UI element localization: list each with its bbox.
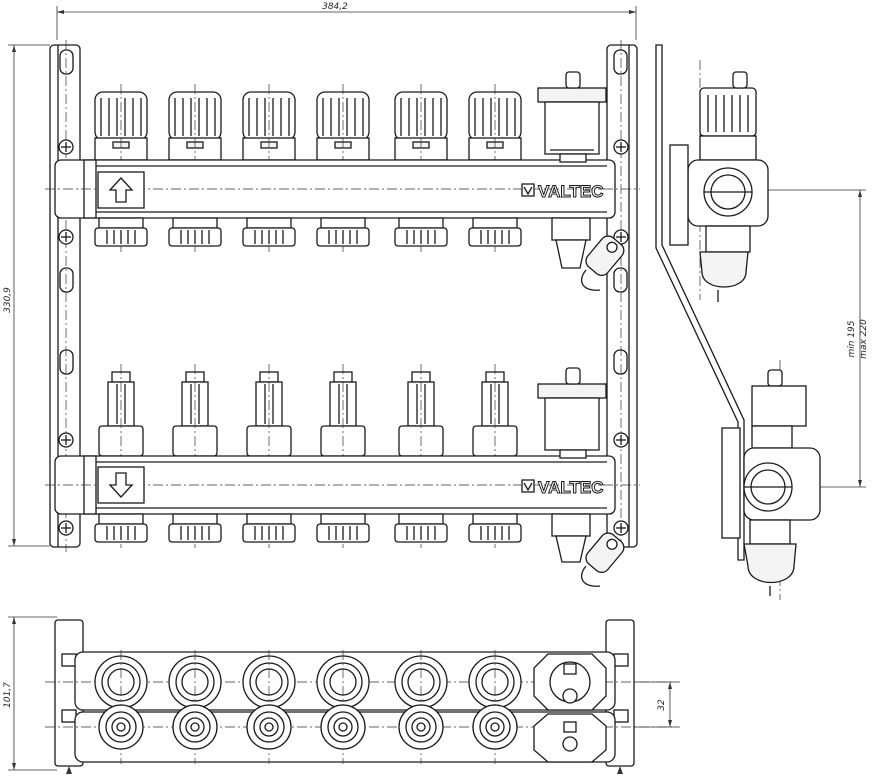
port-supply [316, 650, 370, 764]
flow-meter [320, 364, 366, 548]
outlet-fitting [94, 513, 148, 543]
outlet-fitting [468, 217, 522, 247]
outlet-fitting [242, 513, 296, 543]
return-manifold: VALTEC [45, 364, 640, 587]
brand-label-supply: VALTEC [538, 182, 603, 201]
bracket-right [606, 40, 638, 552]
return-outlets [94, 513, 522, 543]
dimension-width: 384,2 [56, 2, 637, 40]
outlet-fitting [316, 217, 370, 247]
side-view [655, 44, 821, 600]
port-return [246, 704, 292, 750]
air-vent-bottom [537, 367, 607, 459]
dimension-width-label: 384,2 [322, 2, 348, 12]
bottom-view-supply-ports [94, 650, 522, 764]
valtec-logo-icon [521, 183, 535, 197]
outlet-fitting [168, 217, 222, 247]
port-return [398, 704, 444, 750]
outlet-fitting [242, 217, 296, 247]
valve-cap [242, 84, 296, 252]
dimension-depth-label: 101,7 [3, 682, 13, 708]
port-return [172, 704, 218, 750]
valtec-logo-icon [521, 479, 535, 493]
dimension-height: 330,9 [3, 44, 50, 547]
outlet-fitting [94, 217, 148, 247]
outlet-fitting [394, 217, 448, 247]
arrow-up-icon [97, 171, 145, 209]
bottom-view-return-ports [98, 704, 518, 750]
valve-cap [394, 84, 448, 252]
arrow-down-icon [97, 466, 145, 504]
valve-cap [94, 84, 148, 252]
outlet-fitting [468, 513, 522, 543]
dimension-pipe-spacing-label: 32 [657, 699, 667, 711]
supply-valve-caps [94, 84, 522, 252]
outlet-fitting [394, 513, 448, 543]
bottom-view-vent-block [533, 653, 607, 763]
flow-meter [246, 364, 292, 548]
dimension-axis-min-label: min 195 [847, 320, 857, 357]
return-flow-meters [98, 364, 518, 548]
port-return [98, 704, 144, 750]
air-vent-top [537, 71, 607, 163]
flow-meter [472, 364, 518, 548]
dimension-depth: 101,7 [3, 616, 57, 771]
bottom-view [45, 619, 680, 774]
port-supply [468, 650, 522, 764]
side-valve-bottom [721, 369, 821, 596]
supply-manifold: VALTEC [45, 71, 640, 291]
mount-screws [58, 139, 629, 536]
brand-label-return: VALTEC [538, 478, 603, 497]
port-return [472, 704, 518, 750]
flow-meter [398, 364, 444, 548]
drain-valve-top [551, 217, 625, 291]
outlet-fitting [316, 513, 370, 543]
dimension-height-label: 330,9 [3, 287, 13, 313]
dimension-axis-max-label: max 220 [859, 319, 869, 359]
supply-outlets [94, 217, 522, 247]
flow-meter [98, 364, 144, 548]
port-return [320, 704, 366, 750]
side-valve-top [669, 71, 769, 302]
drain-valve-bottom [551, 513, 625, 587]
outlet-fitting [168, 513, 222, 543]
